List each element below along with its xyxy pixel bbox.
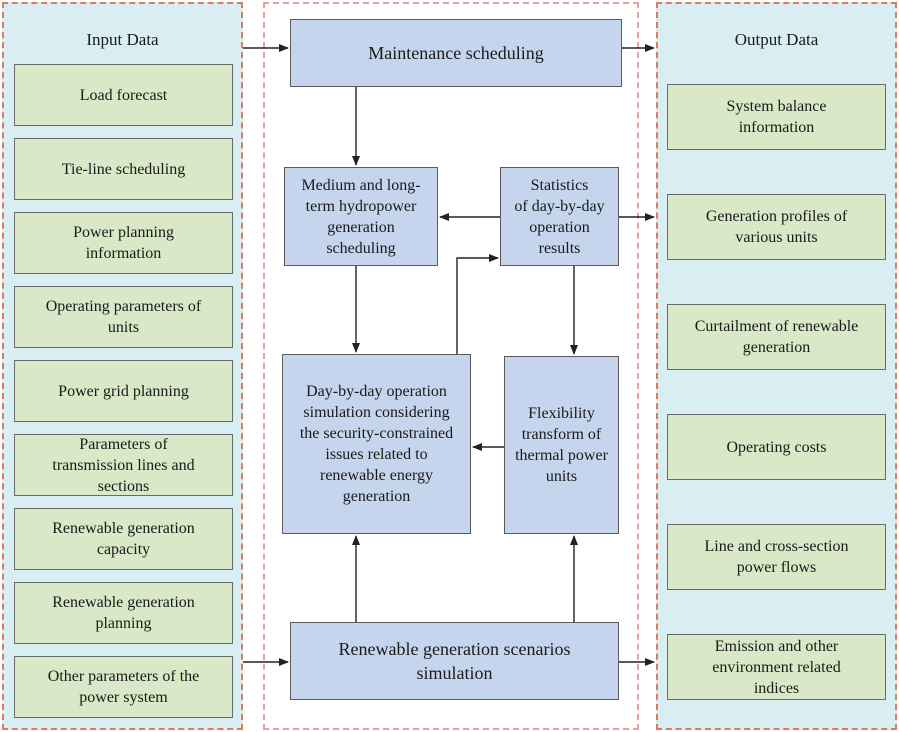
output-curtailment: Curtailment of renewable generation xyxy=(667,304,886,370)
input-renewable-capacity: Renewable generation capacity xyxy=(14,508,233,570)
output-operating-costs: Operating costs xyxy=(667,414,886,480)
output-power-flows: Line and cross-section power flows xyxy=(667,524,886,590)
output-generation-profiles: Generation profiles of various units xyxy=(667,194,886,260)
day-by-day-simulation-box: Day-by-day operation simulation consider… xyxy=(282,354,471,534)
renewable-scenarios-box: Renewable generation scenarios simulatio… xyxy=(290,622,619,700)
hydropower-scheduling-box: Medium and long- term hydropower generat… xyxy=(284,167,438,266)
output-data-title: Output Data xyxy=(734,30,819,49)
input-other-parameters: Other parameters of the power system xyxy=(14,656,233,718)
input-power-grid-planning: Power grid planning xyxy=(14,360,233,422)
maintenance-scheduling-box: Maintenance scheduling xyxy=(290,19,622,87)
input-data-title: Input Data xyxy=(86,30,159,49)
input-tie-line-scheduling: Tie-line scheduling xyxy=(14,138,233,200)
input-renewable-planning: Renewable generation planning xyxy=(14,582,233,644)
statistics-results-box: Statistics of day-by-day operation resul… xyxy=(500,167,619,266)
input-load-forecast: Load forecast xyxy=(14,64,233,126)
output-system-balance: System balance information xyxy=(667,84,886,150)
input-operating-parameters: Operating parameters of units xyxy=(14,286,233,348)
input-power-planning-information: Power planning information xyxy=(14,212,233,274)
output-emission-indices: Emission and other environment related i… xyxy=(667,634,886,700)
flexibility-transform-box: Flexibility transform of thermal power u… xyxy=(504,356,619,534)
input-transmission-parameters: Parameters of transmission lines and sec… xyxy=(14,434,233,496)
